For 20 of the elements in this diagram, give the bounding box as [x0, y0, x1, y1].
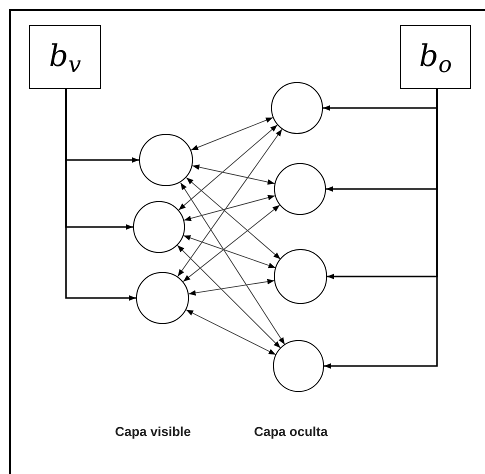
connection-arrow	[184, 194, 276, 222]
bias-symbol: b$_{v}$	[49, 42, 81, 72]
layer-label: Capa visible	[115, 423, 191, 441]
connection-arrow	[182, 204, 280, 282]
bias-box	[400, 25, 471, 89]
connection-arrow	[177, 128, 282, 277]
connection-arrow	[186, 177, 281, 260]
layer-label: Capa oculta	[254, 423, 328, 441]
connection-arrow	[176, 244, 281, 348]
connection-arrow	[188, 278, 275, 296]
connection-arrow	[180, 182, 286, 345]
connection-arrow	[186, 309, 276, 356]
bias-arrow	[65, 89, 136, 301]
bias-box	[29, 25, 101, 89]
connection-arrow	[178, 124, 278, 210]
bias-arrow	[324, 89, 438, 369]
connection-arrow	[190, 117, 274, 150]
connection-arrow	[183, 235, 276, 268]
connection-arrow	[192, 164, 276, 185]
bias-symbol: b$_{o}$	[419, 42, 452, 72]
